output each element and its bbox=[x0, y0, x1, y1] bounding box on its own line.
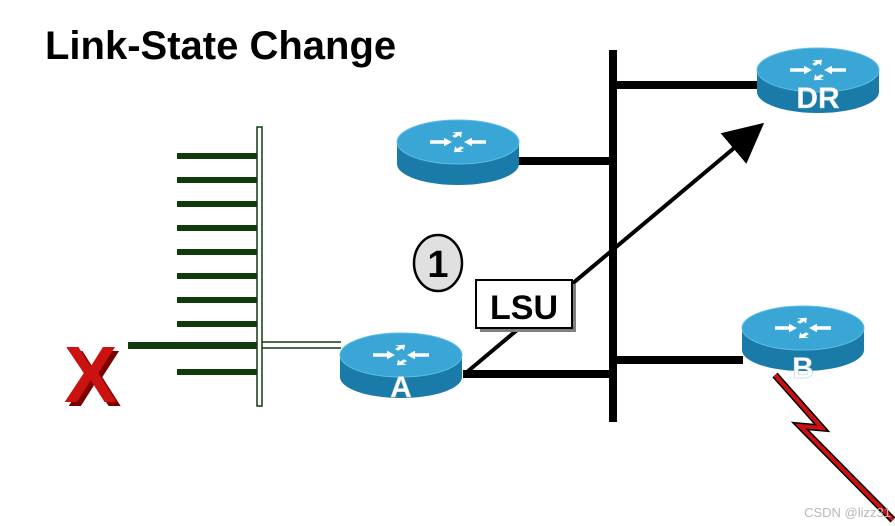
bus-link-router-a bbox=[463, 370, 609, 378]
bus-link-dr bbox=[617, 81, 760, 89]
lsu-label: LSU bbox=[475, 279, 576, 332]
router-label-a: A bbox=[390, 371, 412, 404]
bus-link-router-b bbox=[617, 356, 743, 364]
step-badge-number: 1 bbox=[427, 244, 448, 286]
router-label-dr: DR bbox=[796, 82, 840, 115]
switch-backplane bbox=[256, 126, 263, 407]
bus-link-top-router bbox=[517, 157, 609, 165]
watermark: CSDN @lizz31 bbox=[804, 505, 891, 520]
router-b: B bbox=[741, 305, 865, 385]
switch-to-router-a-link bbox=[262, 341, 341, 349]
ethernet-bus bbox=[609, 50, 617, 422]
switch-icon bbox=[128, 126, 341, 407]
router-icon bbox=[396, 119, 520, 185]
svg-text:X: X bbox=[68, 334, 121, 423]
page-title: Link-State Change bbox=[45, 24, 397, 68]
router-a: A bbox=[339, 332, 463, 404]
switch-ports bbox=[177, 153, 257, 375]
failed-port-line bbox=[128, 342, 257, 349]
lsu-label-text: LSU bbox=[490, 289, 558, 327]
step-badge: 1 bbox=[412, 233, 464, 293]
serial-link-icon bbox=[772, 372, 895, 523]
failure-x-icon: X X bbox=[64, 330, 121, 423]
router-label-b: B bbox=[792, 352, 814, 385]
failure-mark: X bbox=[64, 330, 117, 419]
router-dr: DR bbox=[756, 47, 880, 115]
